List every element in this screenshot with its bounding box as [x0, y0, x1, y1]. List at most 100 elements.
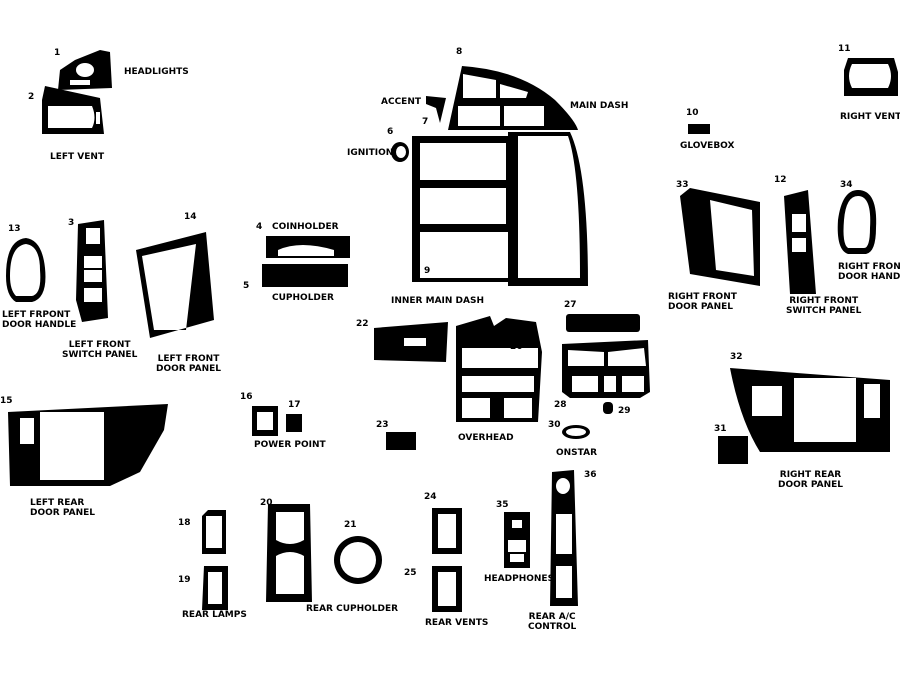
part-number-22: 22	[356, 319, 369, 329]
piece-main-dash	[448, 66, 578, 130]
piece-rear-vent-24	[432, 508, 462, 554]
piece-27-frame	[562, 340, 650, 398]
piece-rear-lamp-18	[202, 510, 226, 554]
part-number-17: 17	[288, 400, 301, 410]
piece-17	[286, 414, 302, 432]
part-number-29: 29	[618, 406, 631, 416]
piece-main-dash-right	[508, 132, 588, 286]
piece-right-front-switch-panel	[784, 190, 816, 294]
label-headphones: HEADPHONES	[484, 574, 555, 584]
piece-inner-main-dash	[412, 136, 512, 282]
part-number-7: 7	[422, 117, 429, 127]
piece-29	[603, 402, 613, 414]
part-number-32: 32	[730, 352, 743, 362]
label-cupholder: CUPHOLDER	[272, 293, 334, 303]
part-number-5: 5	[243, 281, 250, 291]
part-number-19: 19	[178, 575, 191, 585]
piece-glovebox	[688, 124, 710, 134]
piece-headlights	[58, 50, 112, 90]
piece-right-front-door-panel	[680, 188, 760, 286]
piece-power-point	[252, 406, 278, 436]
piece-right-vent	[844, 58, 898, 96]
piece-left-rear-door-panel	[8, 404, 168, 486]
part-number-30: 30	[548, 420, 561, 430]
piece-accent	[426, 96, 446, 123]
part-number-20: 20	[260, 498, 273, 508]
part-number-23: 23	[376, 420, 389, 430]
part-number-18: 18	[178, 518, 191, 528]
part-number-12: 12	[774, 175, 787, 185]
part-number-11: 11	[838, 44, 851, 54]
label-onstar: ONSTAR	[556, 448, 598, 458]
part-number-15: 15	[0, 396, 13, 406]
piece-23	[386, 432, 416, 450]
piece-left-vent	[42, 86, 104, 134]
part-number-28: 28	[554, 400, 567, 410]
piece-22	[374, 322, 448, 362]
label-right-vent: RIGHT VENT	[840, 112, 900, 122]
piece-ignition	[391, 142, 409, 162]
piece-31	[718, 436, 748, 464]
piece-27	[566, 314, 640, 332]
label-coinholder: COINHOLDER	[272, 222, 339, 232]
piece-rear-vent-25	[432, 566, 462, 612]
part-number-27: 27	[564, 300, 577, 310]
piece-rear-ac-control	[550, 470, 578, 606]
part-number-8: 8	[456, 47, 463, 57]
part-number-33: 33	[676, 180, 689, 190]
piece-rear-lamp-19	[202, 566, 228, 610]
label-inner-main-dash: INNER MAIN DASH	[391, 296, 485, 306]
label-rear-lamps: REAR LAMPS	[182, 610, 247, 620]
part-number-26: 26	[510, 342, 523, 352]
part-number-31: 31	[714, 424, 727, 434]
piece-onstar	[562, 425, 590, 439]
label-left-vent: LEFT VENT	[50, 152, 105, 162]
piece-rear-cupholder	[266, 504, 312, 602]
label-power-point: POWER POINT	[254, 440, 326, 450]
part-number-14: 14	[184, 212, 197, 222]
part-number-9: 9	[424, 266, 431, 276]
piece-left-front-door-panel	[136, 232, 214, 338]
label-ignition: IGNITION	[347, 148, 394, 158]
label-headlights: HEADLIGHTS	[124, 67, 189, 77]
piece-21	[334, 536, 382, 584]
piece-right-rear-door-panel	[730, 368, 890, 452]
piece-coinholder	[266, 236, 350, 258]
label-rear-cupholder: REAR CUPHOLDER	[306, 604, 399, 614]
piece-left-front-door-handle	[6, 238, 46, 302]
part-number-24: 24	[424, 492, 437, 502]
part-number-1: 1	[54, 48, 61, 58]
part-number-13: 13	[8, 224, 21, 234]
label-accent: ACCENT	[381, 97, 421, 107]
piece-left-front-switch-panel	[76, 220, 108, 322]
part-number-2: 2	[28, 92, 35, 102]
part-number-21: 21	[344, 520, 357, 530]
part-number-4: 4	[256, 222, 263, 232]
piece-headphones	[504, 512, 530, 568]
label-glovebox: GLOVEBOX	[680, 141, 735, 151]
piece-cupholder	[262, 264, 348, 287]
part-number-35: 35	[496, 500, 509, 510]
part-number-36: 36	[584, 470, 597, 480]
label-rear-vents: REAR VENTS	[425, 618, 489, 628]
piece-right-front-door-handle	[837, 190, 877, 254]
label-overhead: OVERHEAD	[458, 433, 514, 443]
part-number-34: 34	[840, 180, 853, 190]
part-number-3: 3	[68, 218, 75, 228]
part-number-6: 6	[387, 127, 394, 137]
part-number-10: 10	[686, 108, 699, 118]
part-number-16: 16	[240, 392, 253, 402]
part-number-25: 25	[404, 568, 417, 578]
piece-overhead	[456, 316, 542, 422]
